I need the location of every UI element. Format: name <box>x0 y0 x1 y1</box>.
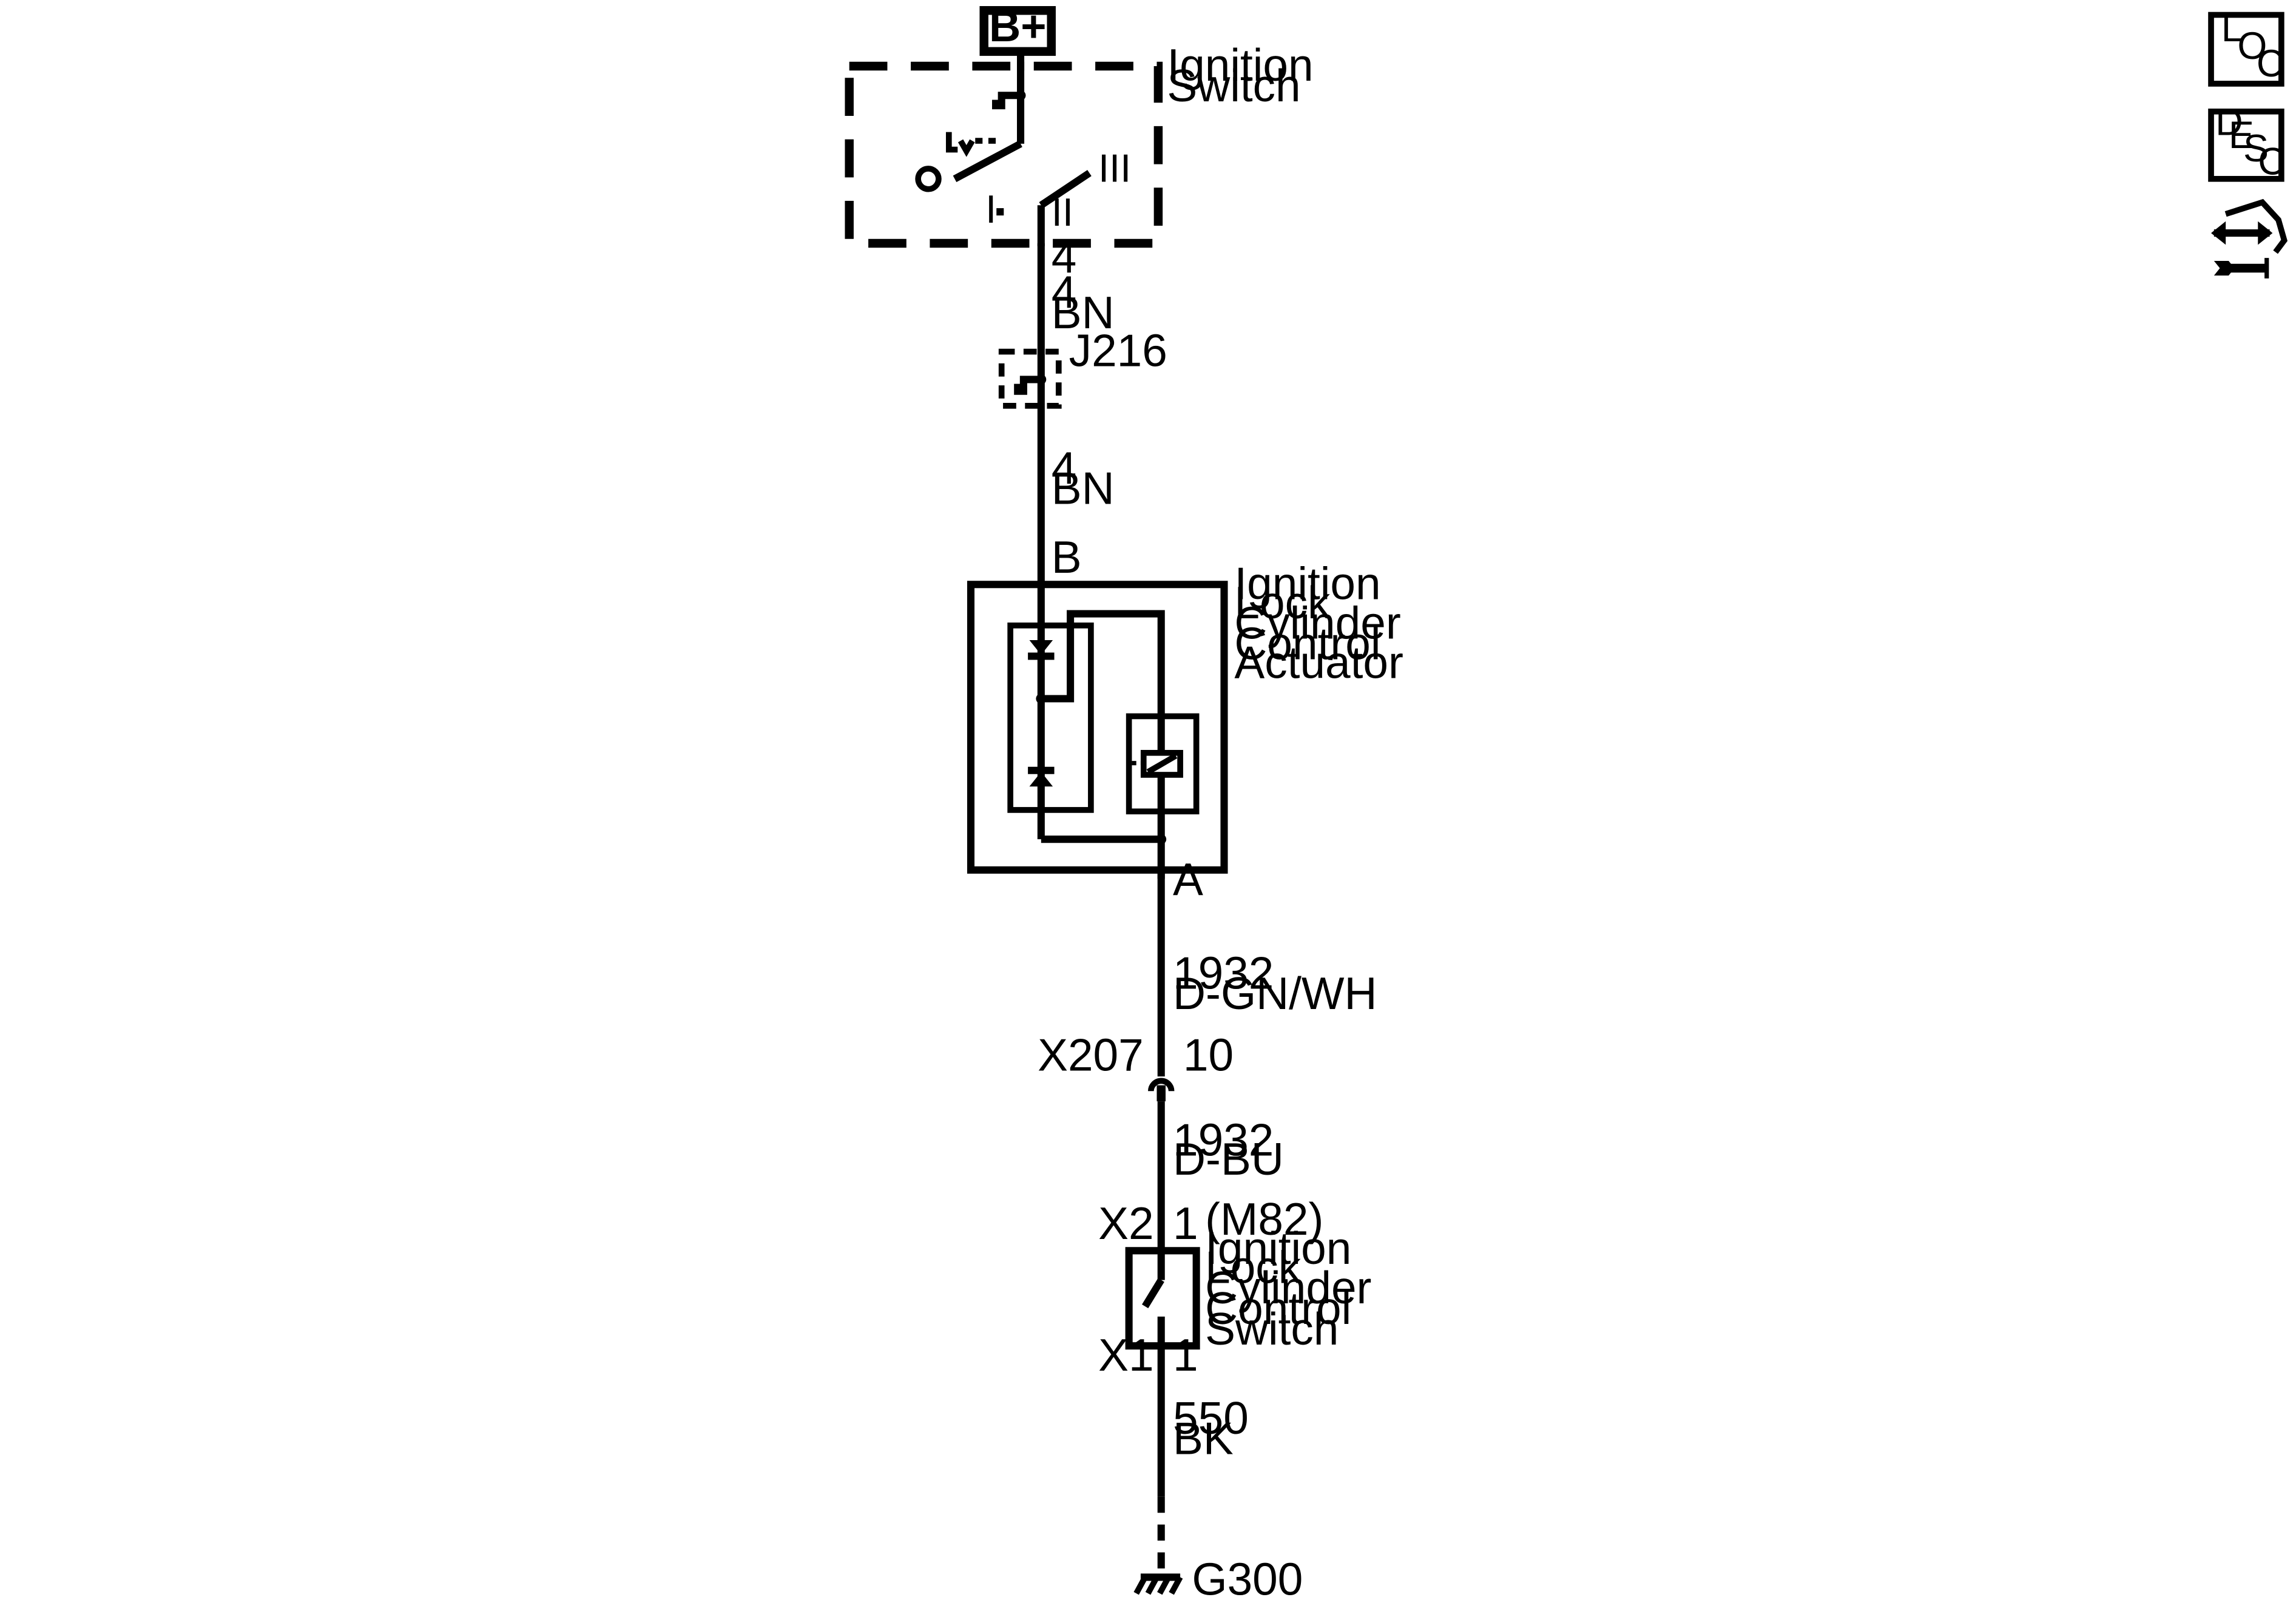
connector-pin: 10 <box>1183 1029 1234 1080</box>
wire-4-bn-lower-circuit: 4 <box>1052 442 1077 493</box>
wire-1932-dbu-circuit: 1932 <box>1173 1114 1274 1165</box>
wire-4-bn-upper: 4 BN <box>1037 243 1115 352</box>
control-switch-label-3: Cylinder <box>1205 1262 1371 1313</box>
actuator-pin-a: A <box>1173 854 1203 905</box>
connector-x207: X207 10 <box>1038 1029 1234 1102</box>
svg-text:D: D <box>2215 101 2243 143</box>
wire-550-bk-color: BK <box>1173 1413 1234 1464</box>
actuator-label-2: Lock <box>1234 577 1331 628</box>
splice-label: J216 <box>1069 325 1167 376</box>
actuator-label-3: Cylinder <box>1234 598 1400 649</box>
wire-1932-dbu: 1932 D-BU <box>1157 1101 1284 1252</box>
location-icon[interactable]: L O C <box>2208 7 2284 87</box>
actuator-pin-b: B <box>1052 532 1082 582</box>
ignition-switch-label-1: Ignition <box>1167 39 1313 90</box>
wire-1932-dbu-color: D-BU <box>1173 1133 1284 1184</box>
wire-1932-dgnwh-circuit: 1932 <box>1173 947 1274 998</box>
wire-550-bk: 550 BK <box>1157 1346 1249 1570</box>
ground-label: G300 <box>1192 1553 1303 1604</box>
actuator-label-4: Control <box>1234 618 1380 669</box>
control-switch-conn-bottom: X1 <box>1098 1329 1154 1380</box>
control-switch-pin-top: 1 <box>1173 1198 1198 1249</box>
control-switch-label-5: Switch <box>1205 1303 1339 1354</box>
control-switch-label-2: Lock <box>1205 1241 1302 1292</box>
svg-text:E: E <box>2229 114 2254 157</box>
ignition-switch: I II III Ignition Switch 4 <box>845 39 1314 282</box>
control-switch-pin-bottom: 1 <box>1173 1329 1198 1380</box>
power-source: B+ <box>979 2 1056 71</box>
control-switch-conn-top: X2 <box>1098 1198 1154 1249</box>
ignition-lock-cylinder-control-switch: X2 1 (M82) Ignition Lock Cylinder Contro… <box>1098 1193 1371 1380</box>
power-label: B+ <box>989 2 1047 51</box>
ground-g300: G300 <box>1133 1553 1303 1604</box>
wire-550-bk-circuit: 550 <box>1173 1393 1249 1443</box>
svg-text:C: C <box>2258 141 2285 183</box>
wire-1932-dgnwh-color: D-GN/WH <box>1173 968 1377 1019</box>
svg-text:O: O <box>2237 25 2267 67</box>
ignition-switch-label-2: Switch <box>1167 60 1300 111</box>
svg-text:C: C <box>2257 42 2284 85</box>
wire-4-bn-upper-color: BN <box>1052 287 1115 338</box>
wire-4-bn-lower: 4 BN B <box>1052 442 1115 582</box>
wire-4-bn-lower-color: BN <box>1052 463 1115 514</box>
ignition-switch-pin: 4 <box>1052 231 1077 282</box>
splice-j216: J216 <box>998 325 1167 586</box>
ignition-switch-pos-ii: II <box>1052 190 1073 234</box>
ignition-switch-pos-i: I <box>985 187 996 231</box>
actuator-label-5: Actuator <box>1234 637 1403 688</box>
description-icon[interactable]: D E S C <box>2208 101 2286 183</box>
control-switch-label-4: Control <box>1205 1283 1351 1334</box>
control-switch-label-1: Ignition <box>1205 1223 1351 1274</box>
ignition-lock-cylinder-control-actuator: Ignition Lock Cylinder Control Actuator … <box>967 558 1403 905</box>
ignition-switch-pos-iii: III <box>1098 146 1131 191</box>
control-switch-option: (M82) <box>1205 1193 1323 1244</box>
wire-1932-dgnwh: 1932 D-GN/WH <box>1157 869 1377 1077</box>
connector-id: X207 <box>1038 1029 1144 1080</box>
svg-text:S: S <box>2243 127 2269 170</box>
actuator-label-1: Ignition <box>1234 558 1380 609</box>
connector-service-icon[interactable] <box>2211 198 2288 279</box>
svg-text:L: L <box>2221 7 2243 50</box>
wire-4-bn-upper-circuit: 4 <box>1052 266 1077 317</box>
